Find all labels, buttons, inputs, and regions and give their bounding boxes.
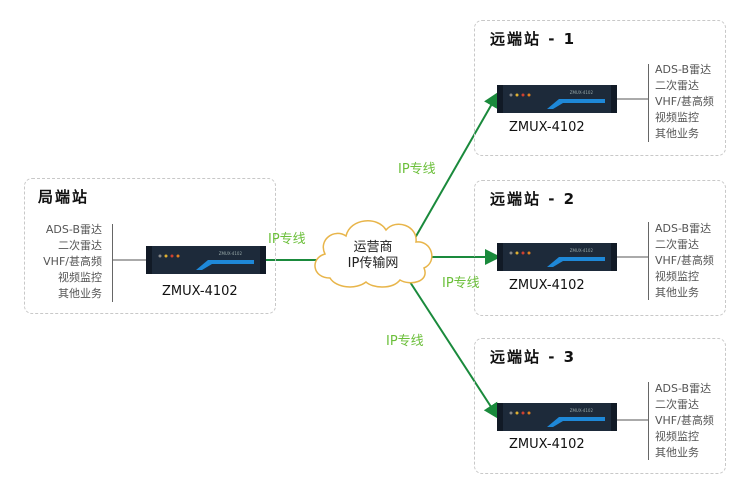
services-bracket bbox=[648, 64, 653, 142]
carrier-network: 运营商 IP传输网 bbox=[333, 240, 413, 272]
link-label-remote2: IP专线 bbox=[442, 276, 480, 291]
station-central-title: 局端站 bbox=[38, 188, 90, 206]
service-item: 其他业务 bbox=[655, 127, 699, 140]
service-item: ADS-B雷达 bbox=[45, 223, 102, 236]
svg-text:ZMUX-4102: ZMUX-4102 bbox=[219, 251, 243, 256]
services-bracket bbox=[108, 224, 113, 302]
service-item: VHF/甚高频 bbox=[655, 254, 714, 267]
svg-text:ZMUX-4102: ZMUX-4102 bbox=[570, 248, 594, 253]
station-remote1 bbox=[474, 20, 726, 156]
station-remote3-services: ADS-B雷达 二次雷达 VHF/甚高频 视频监控 其他业务 bbox=[655, 381, 714, 461]
model-remote1: ZMUX-4102 bbox=[509, 120, 585, 135]
service-item: 其他业务 bbox=[655, 446, 699, 459]
link-label-central: IP专线 bbox=[268, 232, 306, 247]
station-remote3 bbox=[474, 338, 726, 474]
station-remote2-services: ADS-B雷达 二次雷达 VHF/甚高频 视频监控 其他业务 bbox=[655, 221, 714, 301]
station-remote2 bbox=[474, 180, 726, 316]
service-item: 二次雷达 bbox=[655, 238, 699, 251]
service-item: 视频监控 bbox=[655, 111, 699, 124]
service-item: 二次雷达 bbox=[655, 398, 699, 411]
link-label-remote3: IP专线 bbox=[386, 334, 424, 349]
service-item: VHF/甚高频 bbox=[43, 255, 102, 268]
service-item: VHF/甚高频 bbox=[655, 414, 714, 427]
service-item: ADS-B雷达 bbox=[655, 63, 712, 76]
service-item: 其他业务 bbox=[58, 287, 102, 300]
model-central: ZMUX-4102 bbox=[162, 284, 238, 299]
cloud-line1: 运营商 bbox=[353, 240, 393, 255]
service-item: 视频监控 bbox=[655, 430, 699, 443]
device-remote3: ZMUX-4102 bbox=[497, 403, 617, 431]
link-remote1 bbox=[414, 91, 499, 239]
service-item: VHF/甚高频 bbox=[655, 95, 714, 108]
station-remote2-title: 远端站 - 2 bbox=[490, 190, 577, 208]
service-item: 其他业务 bbox=[655, 286, 699, 299]
service-item: 二次雷达 bbox=[58, 239, 102, 252]
device-remote1: ZMUX-4102 bbox=[497, 85, 617, 113]
services-bracket bbox=[648, 222, 653, 300]
svg-text:ZMUX-4102: ZMUX-4102 bbox=[570, 408, 594, 413]
station-central bbox=[24, 178, 276, 314]
service-item: 二次雷达 bbox=[655, 79, 699, 92]
link-label-remote1: IP专线 bbox=[398, 162, 436, 177]
services-bracket bbox=[648, 382, 653, 460]
link-remote3 bbox=[409, 281, 500, 420]
station-remote1-services: ADS-B雷达 二次雷达 VHF/甚高频 视频监控 其他业务 bbox=[655, 62, 714, 142]
model-remote2: ZMUX-4102 bbox=[509, 278, 585, 293]
service-item: ADS-B雷达 bbox=[655, 222, 712, 235]
station-remote1-title: 远端站 - 1 bbox=[490, 30, 577, 48]
service-item: ADS-B雷达 bbox=[655, 382, 712, 395]
station-remote3-title: 远端站 - 3 bbox=[490, 348, 577, 366]
device-central: ZMUX-4102 bbox=[146, 246, 266, 274]
device-remote2: ZMUX-4102 bbox=[497, 243, 617, 271]
model-remote3: ZMUX-4102 bbox=[509, 437, 585, 452]
service-item: 视频监控 bbox=[58, 271, 102, 284]
station-central-services: ADS-B雷达 二次雷达 VHF/甚高频 视频监控 其他业务 bbox=[22, 222, 102, 302]
service-item: 视频监控 bbox=[655, 270, 699, 283]
cloud-line2: IP传输网 bbox=[347, 256, 399, 271]
cloud-shape bbox=[314, 220, 433, 288]
svg-text:ZMUX-4102: ZMUX-4102 bbox=[570, 90, 594, 95]
